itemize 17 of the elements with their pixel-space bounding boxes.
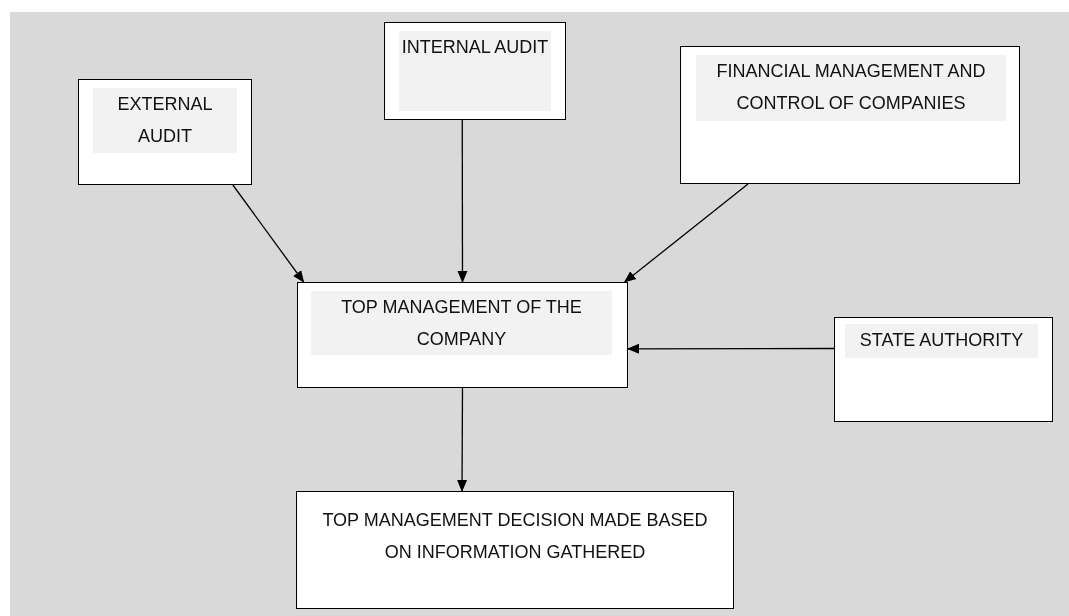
- arrow: [623, 183, 749, 283]
- process-box: [834, 317, 1053, 422]
- process-box: [78, 79, 252, 185]
- box-label: TOP MANAGEMENT DECISION MADE BASED ON INFORMATION GATHERED: [321, 509, 709, 564]
- arrow: [627, 343, 835, 354]
- box-label: FINANCIAL MANAGEMENT AND CONTROL OF COMPANIES: [696, 55, 1006, 121]
- arrow: [457, 119, 468, 283]
- box-label: STATE AUTHORITY: [845, 324, 1038, 358]
- box-label: INTERNAL AUDIT: [399, 31, 551, 111]
- process-box: [297, 282, 628, 388]
- arrow: [232, 184, 305, 283]
- process-box: [680, 46, 1020, 184]
- process-box: [296, 491, 734, 609]
- arrow: [457, 387, 468, 492]
- box-label: TOP MANAGEMENT OF THE COMPANY: [311, 291, 612, 355]
- process-box: [384, 22, 566, 120]
- box-label: EXTERNAL AUDIT: [93, 88, 237, 153]
